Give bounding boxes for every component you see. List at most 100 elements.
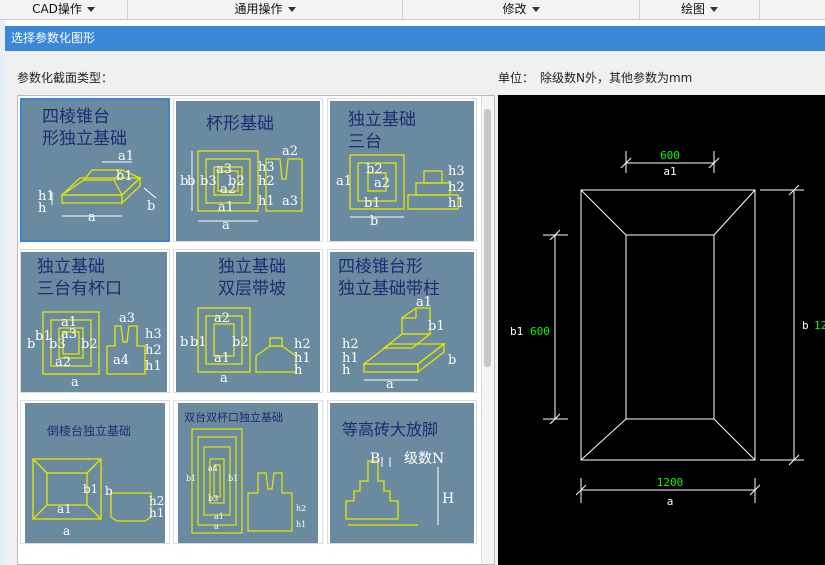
- bottom-dim-name: a: [667, 495, 674, 508]
- chevron-down-icon: [287, 7, 296, 12]
- svg-text:级数N: 级数N: [404, 451, 444, 467]
- preview-drawing: 600 a1 b1 600 b 1200 1200 a: [510, 149, 825, 508]
- tile-title-line1: 独立基础: [218, 257, 286, 277]
- outer-outline: [580, 189, 756, 461]
- svg-text:h3: h3: [145, 327, 162, 342]
- svg-text:a1: a1: [336, 174, 352, 189]
- tile-title-line1: 独立基础: [348, 110, 416, 130]
- left-dim-value: 600: [530, 325, 550, 338]
- unit-label: 单位：: [498, 71, 535, 85]
- svg-text:h1: h1: [258, 194, 275, 209]
- parametric-shape-dialog: 选择参数化图形 参数化截面类型： 单位： 除级数N外，其他参数为mm 四棱锥台 …: [5, 26, 825, 565]
- svg-text:h3: h3: [258, 160, 275, 175]
- svg-text:b1: b1: [35, 329, 52, 344]
- svg-text:h2: h2: [145, 343, 162, 358]
- top-dim-value: 600: [660, 149, 680, 162]
- svg-text:a3: a3: [61, 327, 77, 342]
- dialog-titlebar[interactable]: 选择参数化图形: [5, 26, 825, 51]
- svg-text:a3: a3: [119, 311, 135, 326]
- svg-text:b: b: [180, 335, 188, 350]
- svg-text:b1: b1: [116, 169, 133, 184]
- top-dim-name: a1: [663, 165, 676, 178]
- tile-title: 双台双杯口独立基础: [184, 410, 283, 424]
- dialog-title: 选择参数化图形: [11, 31, 96, 45]
- svg-text:b: b: [105, 484, 113, 498]
- tile-title-line1: 独立基础: [37, 257, 105, 277]
- svg-text:a1: a1: [214, 351, 230, 366]
- tile-title-line1: 四棱锥台: [42, 107, 110, 127]
- svg-text:h2: h2: [448, 180, 465, 195]
- svg-text:B: B: [370, 451, 380, 467]
- menu-cad-ops[interactable]: CAD操作: [0, 0, 128, 19]
- right-dim-name: b: [802, 319, 809, 332]
- svg-text:h: h: [342, 363, 351, 378]
- bottom-dim-value: 1200: [657, 476, 684, 489]
- svg-text:b: b: [370, 214, 378, 229]
- svg-text:a1: a1: [416, 295, 432, 310]
- svg-text:a: a: [88, 210, 96, 225]
- menu-general-ops[interactable]: 通用操作: [128, 0, 403, 19]
- shape-preview-canvas: 600 a1 b1 600 b 1200 1200 a: [498, 95, 825, 565]
- svg-text:b1: b1: [228, 474, 238, 483]
- svg-text:h1: h1: [294, 351, 311, 366]
- svg-text:a1: a1: [118, 149, 134, 164]
- chevron-down-icon: [710, 7, 718, 12]
- chevron-down-icon: [86, 7, 95, 12]
- svg-text:a1: a1: [218, 200, 234, 215]
- unit-description: 除级数N外，其他参数为mm: [540, 71, 693, 85]
- menu-draw[interactable]: 绘图: [640, 0, 760, 19]
- tile-title-line1: 四棱锥台形: [338, 257, 423, 277]
- svg-text:b2: b2: [232, 335, 249, 350]
- inner-outline: [625, 234, 715, 420]
- svg-text:h2: h2: [342, 337, 359, 352]
- svg-text:b: b: [27, 337, 35, 352]
- menu-modify[interactable]: 修改: [403, 0, 640, 19]
- svg-text:h1: h1: [38, 189, 55, 204]
- background-app-strip: [0, 20, 5, 565]
- tile-title: 倒棱台独立基础: [47, 423, 131, 438]
- svg-text:a: a: [71, 375, 79, 390]
- gallery-scrollbar[interactable]: [481, 96, 494, 564]
- tile-title-line2: 独立基础带柱: [338, 279, 440, 299]
- tile-title-line2: 三台: [348, 132, 382, 152]
- svg-text:b1: b1: [83, 482, 98, 496]
- right-dim-value: 1200: [814, 319, 825, 332]
- menubar: CAD操作 通用操作 修改 绘图: [0, 0, 825, 20]
- svg-text:b1: b1: [428, 319, 445, 334]
- menu-draw-label: 绘图: [680, 2, 705, 16]
- svg-text:b3: b3: [200, 174, 217, 189]
- svg-text:a3: a3: [282, 194, 298, 209]
- left-dim-name: b1: [510, 325, 523, 338]
- svg-text:a2: a2: [55, 355, 71, 370]
- svg-text:h1: h1: [342, 351, 359, 366]
- gallery-scrollbar-thumb[interactable]: [484, 109, 491, 367]
- tile-title: 等高砖大放脚: [342, 420, 438, 439]
- svg-text:a2: a2: [220, 182, 236, 197]
- svg-text:a: a: [386, 377, 394, 392]
- svg-text:h: h: [38, 201, 47, 216]
- svg-text:b: b: [187, 174, 195, 189]
- svg-text:a2: a2: [214, 311, 230, 326]
- svg-text:a4: a4: [208, 464, 218, 473]
- svg-text:a: a: [220, 371, 228, 386]
- svg-text:h2: h2: [294, 337, 311, 352]
- svg-text:b3: b3: [208, 494, 218, 503]
- tile-title-line2: 双层带坡: [218, 279, 286, 299]
- svg-text:a1: a1: [214, 512, 224, 521]
